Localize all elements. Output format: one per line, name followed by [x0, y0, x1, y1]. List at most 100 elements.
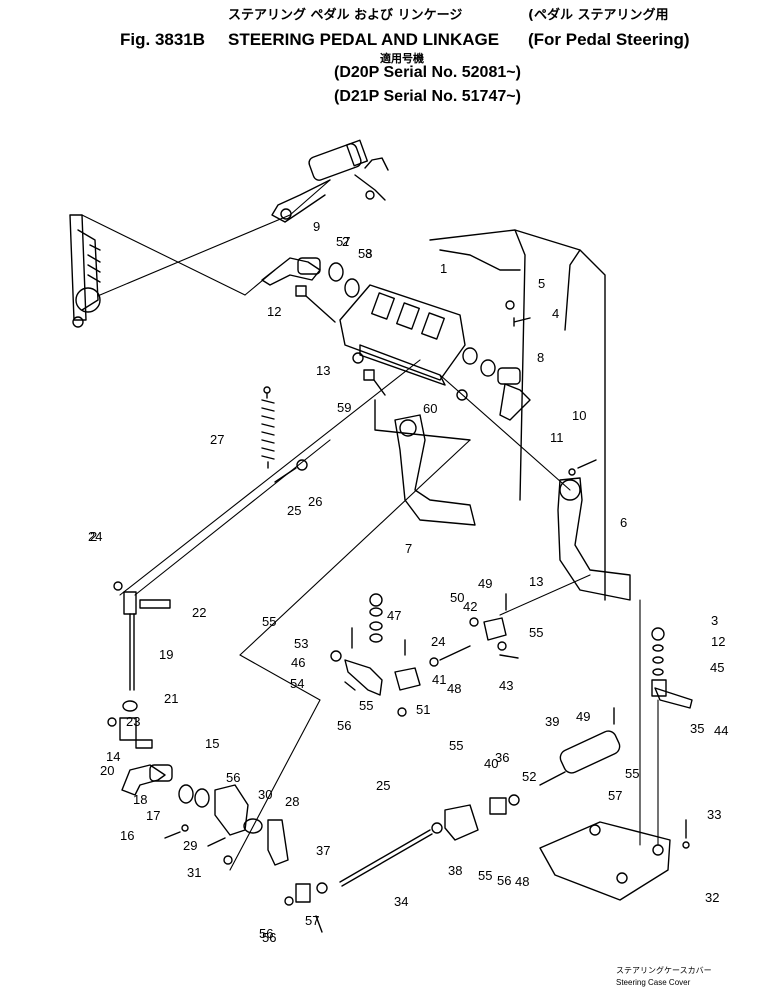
washer-47-b [369, 633, 383, 643]
nut-21 [122, 700, 138, 712]
lever-8 [497, 367, 531, 421]
stud-50 [439, 645, 471, 661]
callout-49: 49 [478, 576, 492, 591]
callout-13: 13 [316, 363, 330, 378]
callout-14: 14 [106, 749, 120, 764]
bushing-15-a [178, 784, 194, 804]
callout-50: 50 [450, 590, 464, 605]
callout-56: 56 [226, 770, 240, 785]
callout-54: 54 [290, 676, 304, 691]
caption-japanese: ステアリングケースカバー [616, 965, 712, 975]
callout-39: 39 [545, 714, 559, 729]
nut-48-right [651, 627, 665, 641]
nut-52 [469, 617, 479, 627]
callout-25: 25 [287, 503, 301, 518]
washer-35 [682, 841, 690, 849]
bolt-55-bottom [315, 915, 323, 933]
callout-12: 12 [711, 634, 725, 649]
washer-49-right [652, 644, 664, 652]
callout-27: 27 [210, 432, 224, 447]
callout-18: 18 [133, 792, 147, 807]
washer-27 [296, 459, 308, 471]
callout-16: 16 [120, 828, 134, 843]
callout-26: 26 [308, 494, 322, 509]
clevis-39 [444, 804, 479, 841]
serial-line-d20p: (D20P Serial No. 52081~) [334, 64, 521, 81]
callout-41: 41 [432, 672, 446, 687]
callout-57: 57 [305, 913, 319, 928]
callout-46: 46 [291, 655, 305, 670]
nut-5 [505, 300, 515, 310]
callout-labels: 1234567891011121315161718192021222324252… [88, 219, 728, 945]
callout-57: 57 [608, 788, 622, 803]
nut-40 [431, 822, 443, 834]
block-53 [394, 667, 421, 691]
washer-30 [243, 818, 263, 834]
assembly-leader-lines [81, 179, 659, 871]
applicability-label: 適用号機 [380, 52, 424, 65]
callout-36: 36 [495, 750, 509, 765]
callout-60: 60 [423, 401, 437, 416]
lever-9 [261, 257, 321, 286]
bolt-23 [135, 739, 153, 749]
base-plate-33 [539, 821, 671, 901]
callout-55: 55 [359, 698, 373, 713]
callout-49: 49 [576, 709, 590, 724]
nut-38 [316, 882, 328, 894]
bolt-12-lower [363, 369, 386, 396]
bolt-16 [164, 831, 181, 839]
bushing-2-lower [480, 359, 496, 377]
callout-47: 47 [387, 608, 401, 623]
nut-54 [429, 657, 439, 667]
washer-45-b [652, 668, 664, 676]
caption-english: Steering Case Cover [616, 978, 691, 987]
washer-56-upper [497, 641, 507, 651]
bolt-26 [274, 467, 297, 483]
qualifier-japanese: (ペダル ステアリング用 [528, 8, 669, 23]
bracket-46 [344, 659, 383, 696]
bushing-3-lower [462, 347, 478, 365]
pin-57-upper [499, 654, 519, 659]
callout-24: 24 [431, 634, 445, 649]
callout-38: 38 [448, 863, 462, 878]
callout-21: 21 [164, 691, 178, 706]
callout-51: 51 [416, 702, 430, 717]
bracket-44 [651, 679, 693, 709]
washer-11 [568, 468, 576, 476]
callout-30: 30 [258, 787, 272, 802]
callout-9: 9 [313, 219, 320, 234]
bracket-1 [339, 284, 466, 386]
callout-22: 22 [192, 605, 206, 620]
callout-28: 28 [285, 794, 299, 809]
pedal-lever-left [69, 214, 101, 328]
callout-25: 25 [376, 778, 390, 793]
lever-14 [214, 784, 249, 836]
clevis-37 [295, 883, 311, 903]
callout-57: 57 [336, 234, 350, 249]
callout-24: 24 [88, 529, 102, 544]
callout-35: 35 [690, 721, 704, 736]
callout-17: 17 [146, 808, 160, 823]
callout-6: 6 [620, 515, 627, 530]
bushing-15-b [194, 788, 210, 808]
washer-56-bottom [284, 896, 294, 906]
callout-56: 56 [262, 930, 276, 945]
callout-43: 43 [499, 678, 513, 693]
callout-32: 32 [705, 890, 719, 905]
spring-28 [261, 386, 275, 469]
callout-55: 55 [625, 766, 639, 781]
callout-56: 56 [259, 926, 273, 941]
callout-55: 55 [478, 868, 492, 883]
callout-55: 55 [449, 738, 463, 753]
lever-18 [121, 764, 173, 796]
washer-45-a [652, 656, 664, 664]
pedal-arm-6 [557, 477, 631, 601]
washer-49-center [369, 607, 383, 617]
callout-40: 40 [484, 756, 498, 771]
callout-23: 23 [126, 714, 140, 729]
bushing-2-upper [328, 262, 344, 282]
callout-4: 4 [552, 306, 559, 321]
callout-53: 53 [294, 636, 308, 651]
title-japanese: ステアリング ペダル および リンケージ [228, 8, 463, 23]
